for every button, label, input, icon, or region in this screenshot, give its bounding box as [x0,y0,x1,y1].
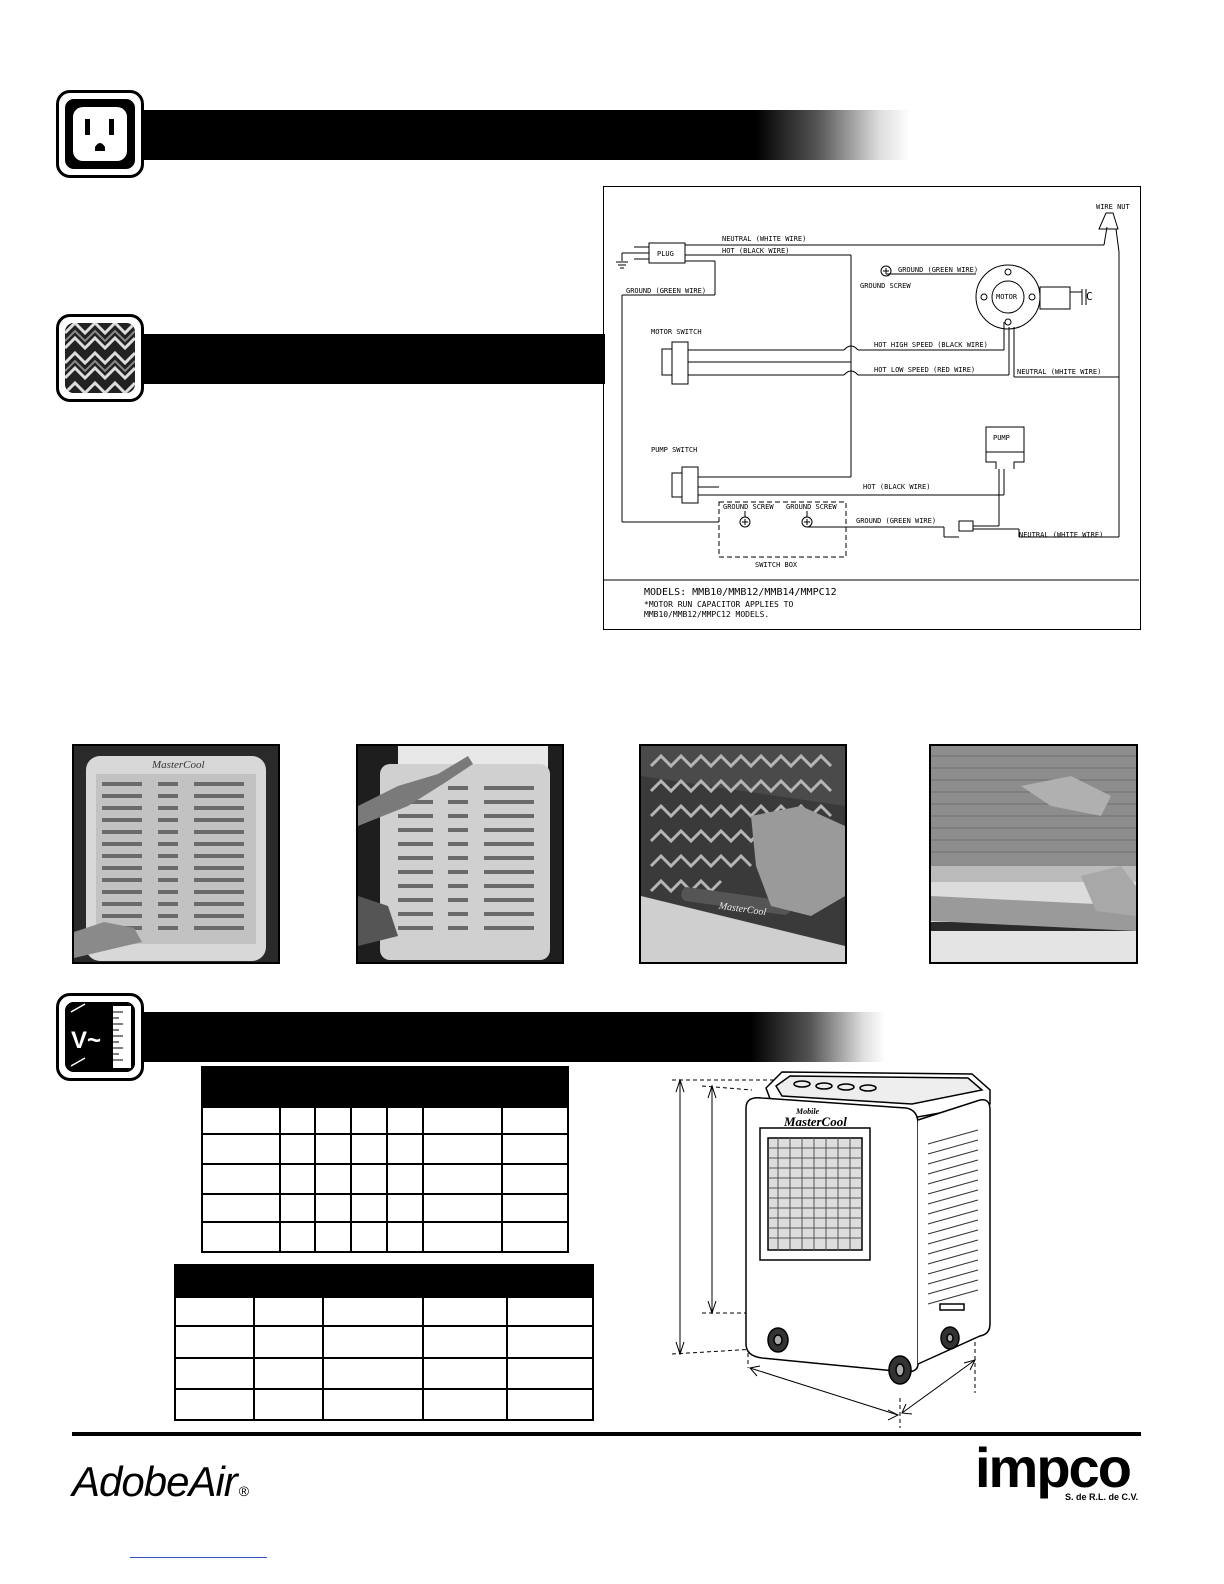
footer-divider [72,1432,1141,1436]
label-ground-screw-1: GROUND SCREW [723,503,774,511]
label-neutral-white: NEUTRAL (WHITE WIRE) [722,235,806,243]
unit-brand-mobile: Mobile [795,1107,820,1116]
spec-table-1-row [201,1106,569,1135]
label-wire-nut: WIRE NUT [1096,203,1131,211]
label-hot-black: HOT (BLACK WIRE) [722,247,789,255]
media-section-icon-frame [56,314,144,402]
label-pump-switch: PUMP SWITCH [651,446,697,454]
label-ground-green-plug: GROUND (GREEN WIRE) [626,287,706,295]
label-capacitor: C [1086,290,1093,303]
label-hot-low-speed: HOT LOW SPEED (RED WIRE) [874,366,975,374]
label-neutral-white-pump: NEUTRAL (WHITE WIRE) [1019,531,1103,539]
spec-table-2-header [174,1264,594,1298]
impco-logo: impco [975,1436,1132,1499]
label-motor-switch: MOTOR SWITCH [651,328,702,336]
cooler-unit-illustration: Mobile MasterCool [672,1071,991,1428]
impco-subtitle: S. de R.L. de C.V. [1065,1492,1139,1502]
label-pump: PUMP [993,434,1010,442]
label-hot-high-speed: HOT HIGH SPEED (BLACK WIRE) [874,341,988,349]
spec-table-1-header [201,1066,569,1108]
spec-table-1-row [201,1133,569,1165]
capacitor-note-line2: MMB10/MMB12/MMPC12 MODELS. [644,610,769,619]
photo1-brand: MasterCool [151,759,205,771]
electrical-section-icon-frame [56,90,144,178]
photo-media-pad-removal [929,744,1138,964]
photo-media-screwdriver: MasterCool [639,744,847,964]
spec-table-1-row [201,1193,569,1223]
label-motor: MOTOR [996,293,1018,301]
label-ground-screw-motor: GROUND SCREW [860,282,911,290]
label-hot-black-pump: HOT (BLACK WIRE) [863,483,930,491]
photo-grille-removal [356,744,564,964]
label-neutral-white-motor: NEUTRAL (WHITE WIRE) [1017,368,1101,376]
specifications-header-band [140,1012,885,1062]
adobeair-logo: AdobeAir® [72,1458,249,1506]
registered-mark: ® [238,1483,249,1499]
label-switch-box: SWITCH BOX [755,561,798,569]
label-plug: PLUG [657,250,674,258]
evaporative-media-icon [65,323,135,393]
specifications-section-icon-frame: V~ [56,993,144,1081]
wiring-diagram: WIRE NUT NEUTRAL (WHITE WIRE) PLUG HOT (… [603,186,1141,630]
spec-table-1-row [201,1163,569,1195]
adobeair-logo-text: AdobeAir [72,1458,238,1505]
wiring-diagram-drawing: WIRE NUT NEUTRAL (WHITE WIRE) PLUG HOT (… [604,203,1139,619]
media-header-band [140,334,605,384]
spec-table-2 [174,1264,594,1421]
voltage-measure-icon: V~ [65,1002,135,1072]
label-ground-green-pump: GROUND (GREEN WIRE) [856,517,936,525]
unit-brand-mastercool: MasterCool [783,1114,847,1129]
electrical-header-band [140,110,910,160]
photo-front-grille: MasterCool [72,744,280,964]
label-ground-green-motor: GROUND (GREEN WIRE) [898,266,978,274]
electrical-outlet-icon [73,107,127,161]
spec-table-2-row [174,1296,594,1327]
label-ground-screw-2: GROUND SCREW [786,503,837,511]
svg-text:V~: V~ [71,1027,101,1054]
spec-table-1 [201,1066,569,1253]
capacitor-note-line1: *MOTOR RUN CAPACITOR APPLIES TO [644,600,793,609]
link-underline[interactable] [130,1557,267,1558]
models-line: MODELS: MMB10/MMB12/MMB14/MMPC12 [644,587,837,598]
spec-table-2-row [174,1388,594,1421]
spec-table-1-row [201,1221,569,1253]
spec-table-2-row [174,1357,594,1390]
spec-table-2-row [174,1325,594,1359]
